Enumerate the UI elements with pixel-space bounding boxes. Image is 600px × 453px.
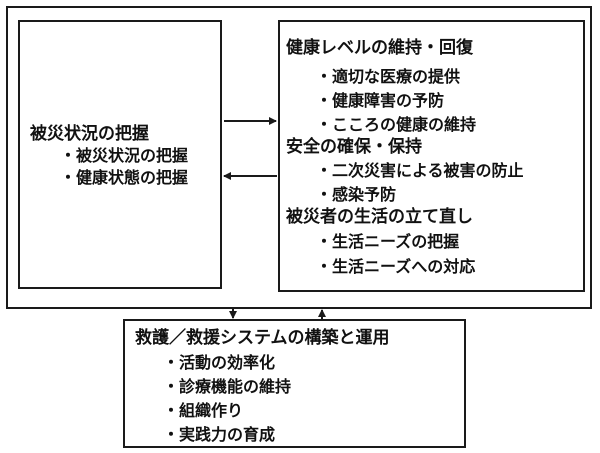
assessment-title: 被災状況の把握 bbox=[30, 124, 149, 144]
relief-system-item: ・診療機能の維持 bbox=[163, 377, 292, 396]
care-goals-box bbox=[278, 20, 585, 292]
assessment-box bbox=[18, 20, 222, 289]
section-title-safety: 安全の確保・保持 bbox=[286, 137, 422, 157]
section-item: ・適切な医療の提供 bbox=[316, 67, 461, 86]
section-item: ・生活ニーズの把握 bbox=[316, 232, 460, 251]
section-item: ・二次災害による被害の防止 bbox=[316, 161, 524, 180]
relief-system-item: ・活動の効率化 bbox=[163, 353, 276, 372]
relief-system-title: 救護／救援システムの構築と運用 bbox=[135, 328, 390, 348]
section-title-livelihood: 被災者の生活の立て直し bbox=[286, 207, 473, 227]
assessment-item: ・健康状態の把握 bbox=[60, 168, 189, 187]
relief-system-box bbox=[123, 319, 466, 448]
section-item: ・生活ニーズへの対応 bbox=[316, 257, 476, 276]
section-item: ・感染予防 bbox=[316, 185, 397, 204]
relief-system-item: ・組織作り bbox=[163, 401, 244, 420]
section-item: ・健康障害の予防 bbox=[316, 91, 445, 110]
relief-system-item: ・実践力の育成 bbox=[163, 425, 276, 444]
assessment-item: ・被災状況の把握 bbox=[60, 146, 189, 165]
section-title-health: 健康レベルの維持・回復 bbox=[286, 38, 473, 58]
section-item: ・こころの健康の維持 bbox=[316, 115, 477, 134]
